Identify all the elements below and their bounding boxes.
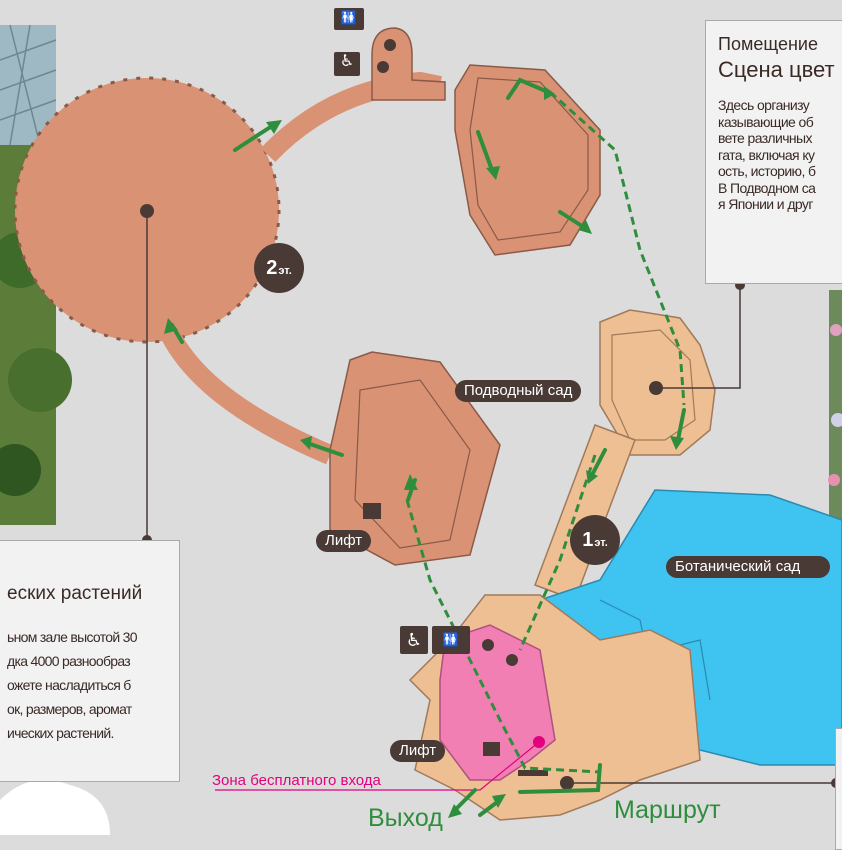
info-title-line1: Помещение [718, 34, 818, 54]
label-free-entry-zone: Зона бесплатного входа [212, 772, 381, 789]
label-exit: Выход [368, 804, 443, 832]
label-lift-1f: Лифт [390, 740, 446, 762]
label-underwater-garden: Подводный сад [455, 380, 582, 402]
restroom-dot-1f [506, 654, 518, 666]
decorative-cloud [0, 780, 110, 835]
label-route: Маршрут [614, 796, 721, 824]
info-title: еских растений [7, 583, 143, 604]
info-title-line2: Сцена цвет [718, 57, 835, 82]
route-arrowheads [164, 86, 684, 818]
hall-2f-upper-right [454, 64, 601, 256]
floor-number: 1 [582, 529, 594, 551]
leader-underwater [656, 285, 741, 389]
lift-shaft-1f [483, 742, 500, 756]
walkway-2f-lower [158, 325, 334, 465]
floor-badge-1f: 1эт. [570, 515, 620, 565]
info-body: ьном зале высотой 30 дка 4000 разнообраз… [7, 629, 138, 741]
floor-badge-2f: 2эт. [254, 243, 304, 293]
hall-inner-lines [469, 77, 589, 241]
wheelchair-icon: ♿ [334, 52, 360, 76]
photo-flowers-right [828, 290, 842, 530]
leader-free-zone [215, 741, 540, 791]
ticket-desk [518, 770, 548, 776]
info-box-flower-scene: Помещение Сцена цвет Здесь организу казы… [705, 20, 842, 284]
free-entry-zone [439, 624, 556, 781]
accessible-dot [377, 61, 389, 73]
restroom-icon: 🚻 [334, 8, 364, 30]
info-box-route-edge [835, 728, 842, 850]
accessible-dot-1f [482, 639, 494, 651]
restroom-dot [384, 39, 396, 51]
floor-number: 2 [266, 257, 278, 279]
floor-unit: эт. [594, 537, 608, 549]
label-botanical-garden: Ботанический сад [666, 556, 831, 578]
info-box-tropical-plants: еских растений ьном зале высотой 30 дка … [0, 540, 180, 782]
restroom-icon: 🚻 [432, 626, 470, 654]
wheelchair-icon: ♿ [400, 626, 428, 654]
info-body: Здесь организу казывающие об вете различ… [718, 97, 816, 212]
route-dashed [405, 90, 686, 774]
label-lift-2f: Лифт [316, 530, 372, 552]
hall-inner-lines-2 [354, 379, 471, 549]
floor-unit: эт. [278, 265, 292, 277]
lift-shaft-2f [363, 503, 381, 519]
